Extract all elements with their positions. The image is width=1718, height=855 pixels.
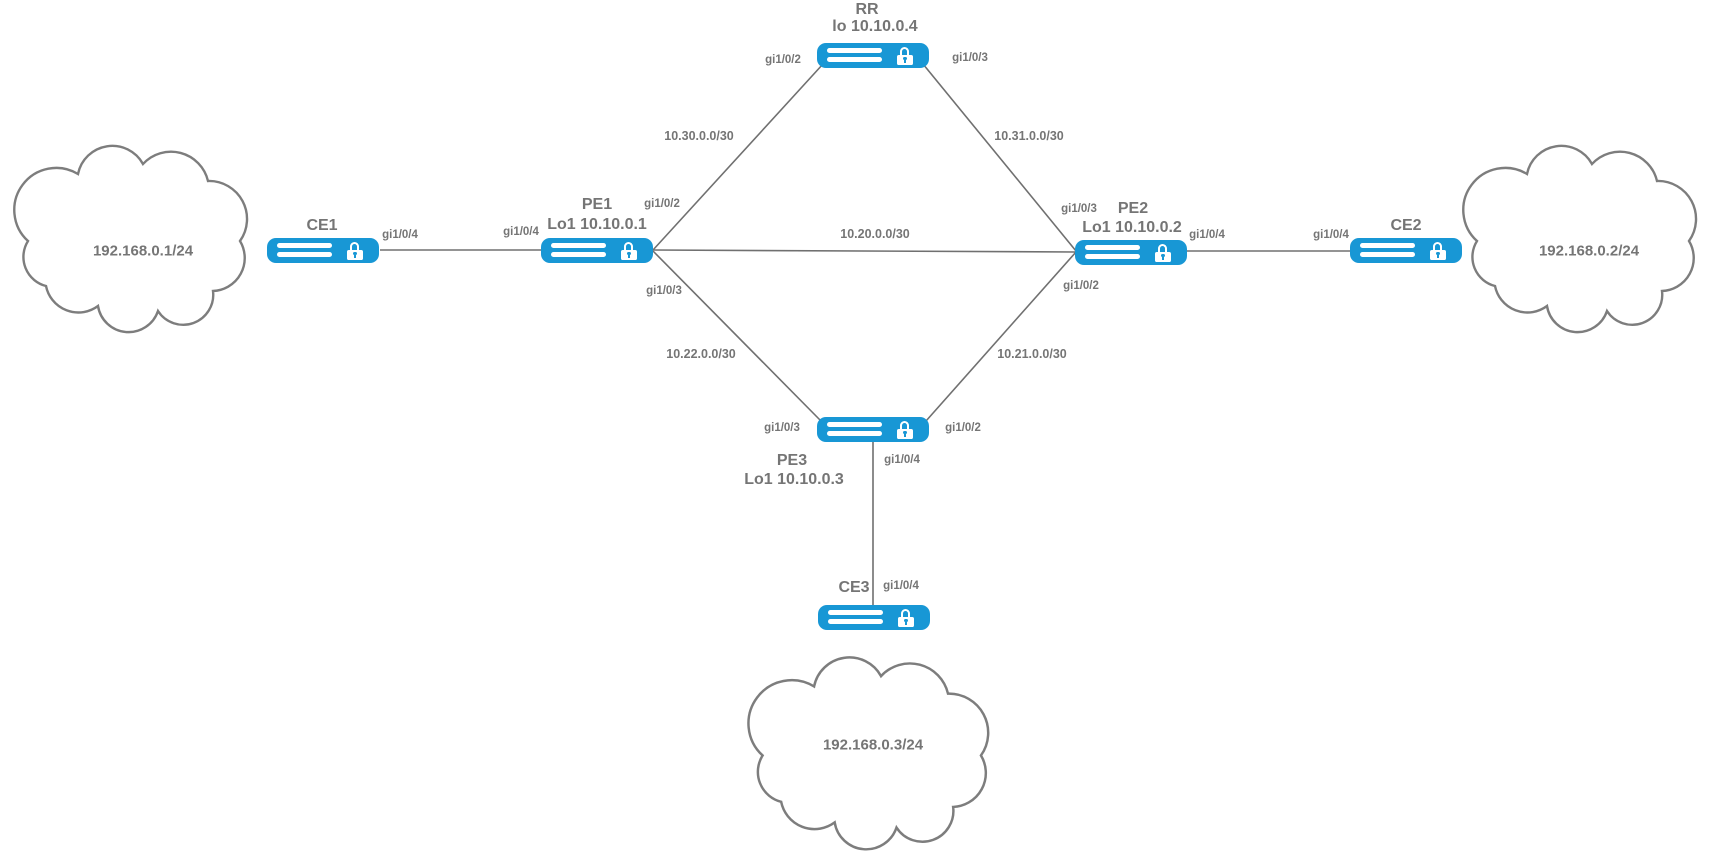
lock-icon	[1430, 241, 1446, 260]
subnet-label-rr-pe2: 10.31.0.0/30	[994, 129, 1064, 143]
lock-icon	[897, 420, 913, 439]
router-panel-bar	[827, 431, 882, 436]
if-label-pe1-gi1-0-3: gi1/0/3	[646, 285, 682, 297]
router-panel-bar	[828, 610, 883, 615]
router-pe1	[541, 238, 653, 263]
node-loopback-rr: lo 10.10.0.4	[832, 18, 918, 35]
node-title-ce2: CE2	[1390, 217, 1422, 234]
node-loopback-pe1: Lo1 10.10.0.1	[547, 216, 647, 233]
router-panel-bar	[1360, 243, 1415, 248]
subnet-label-pe2-pe3: 10.21.0.0/30	[997, 347, 1067, 361]
if-label-ce1-gi1-0-4: gi1/0/4	[382, 229, 418, 241]
lock-icon	[897, 46, 913, 65]
router-rr	[817, 43, 929, 68]
node-title-pe3: PE3	[776, 452, 808, 469]
router-panel-bar	[827, 422, 882, 427]
node-title-rr: RR	[855, 1, 879, 18]
router-pe2	[1075, 240, 1187, 265]
node-title-ce1: CE1	[306, 217, 338, 234]
if-label-pe3-gi1-0-3: gi1/0/3	[764, 422, 800, 434]
router-panel-bar	[551, 252, 606, 257]
node-title-pe1: PE1	[581, 196, 613, 213]
if-label-pe1-gi1-0-4: gi1/0/4	[503, 226, 539, 238]
lock-icon	[1155, 243, 1171, 262]
router-ce1	[267, 238, 379, 263]
lock-icon	[898, 608, 914, 627]
cloud-network-1	[13, 144, 249, 334]
cloud-network-3-label: 192.168.0.3/24	[822, 736, 924, 754]
router-panel-bar	[277, 252, 332, 257]
router-panel-bar	[827, 48, 882, 53]
subnet-label-pe1-pe3: 10.22.0.0/30	[666, 347, 736, 361]
subnet-label-pe1-pe2: 10.20.0.0/30	[840, 227, 910, 241]
cloud-network-2	[1462, 144, 1698, 334]
router-panel-bar	[828, 619, 883, 624]
router-panel-bar	[1360, 252, 1415, 257]
if-label-pe3-gi1-0-2: gi1/0/2	[945, 422, 981, 434]
router-pe3	[817, 417, 929, 442]
node-loopback-pe2: Lo1 10.10.0.2	[1082, 219, 1182, 236]
node-title-ce3: CE3	[838, 579, 870, 596]
lock-icon	[621, 241, 637, 260]
cloud-network-1-label: 192.168.0.1/24	[92, 242, 194, 260]
if-label-ce2-gi1-0-4: gi1/0/4	[1313, 229, 1349, 241]
router-panel-bar	[551, 243, 606, 248]
router-ce3	[818, 605, 930, 630]
lock-icon	[347, 241, 363, 260]
node-loopback-pe3: Lo1 10.10.0.3	[744, 471, 844, 488]
if-label-pe2-gi1-0-2: gi1/0/2	[1063, 280, 1099, 292]
node-title-pe2: PE2	[1117, 200, 1149, 217]
link-rr-pe2	[922, 63, 1077, 252]
link-pe2-pe3	[925, 251, 1077, 422]
if-label-rr-gi1-0-2: gi1/0/2	[765, 54, 801, 66]
router-panel-bar	[1085, 245, 1140, 250]
subnet-label-pe1-rr: 10.30.0.0/30	[664, 129, 734, 143]
router-panel-bar	[1085, 254, 1140, 259]
link-pe1-pe3	[652, 250, 822, 422]
router-panel-bar	[827, 57, 882, 62]
router-ce2	[1350, 238, 1462, 263]
if-label-pe1-gi1-0-2: gi1/0/2	[644, 198, 680, 210]
if-label-pe2-gi1-0-3: gi1/0/3	[1061, 203, 1097, 215]
if-label-ce3-gi1-0-4: gi1/0/4	[883, 580, 919, 592]
link-pe1-pe2	[652, 249, 1077, 253]
if-label-pe2-gi1-0-4: gi1/0/4	[1189, 229, 1225, 241]
if-label-rr-gi1-0-3: gi1/0/3	[952, 52, 988, 64]
link-pe1-rr	[652, 63, 824, 251]
cloud-network-2-label: 192.168.0.2/24	[1538, 242, 1640, 260]
router-panel-bar	[277, 243, 332, 248]
if-label-pe3-gi1-0-4: gi1/0/4	[884, 454, 920, 466]
